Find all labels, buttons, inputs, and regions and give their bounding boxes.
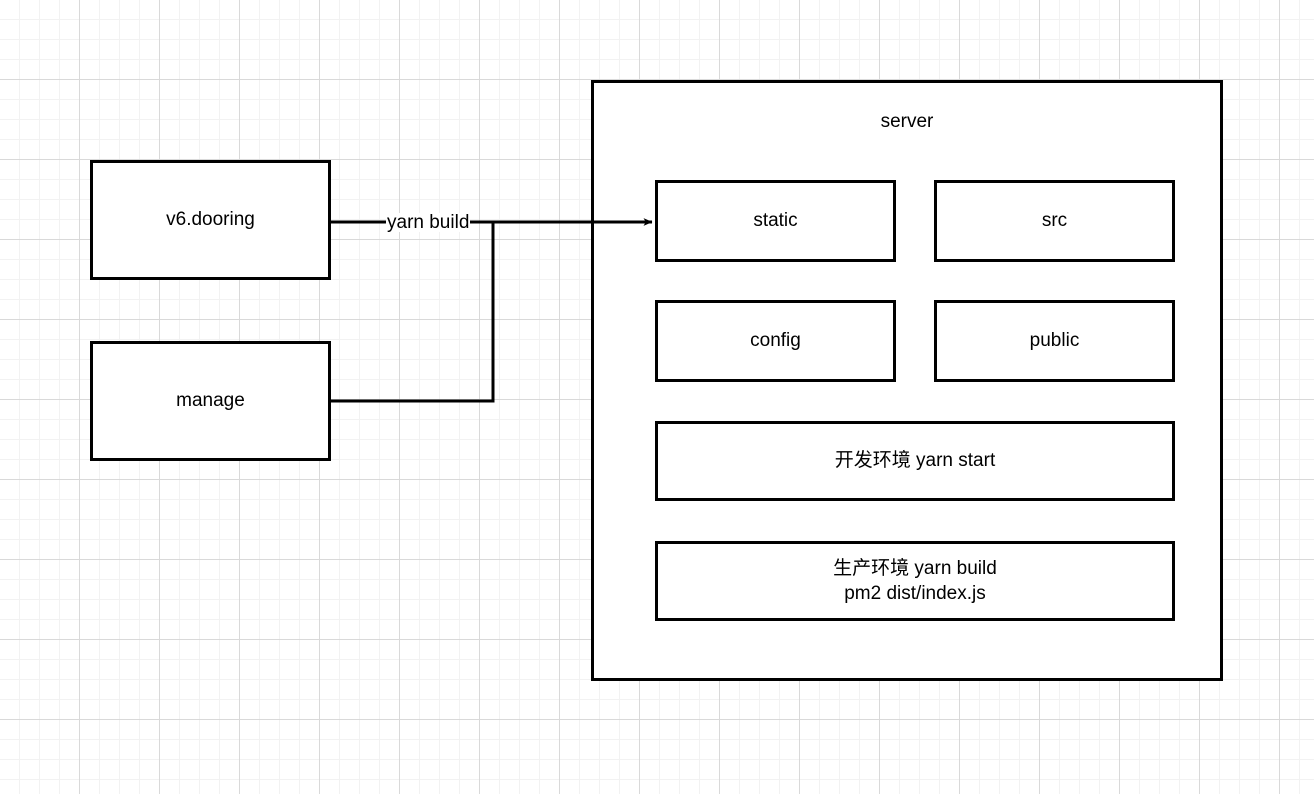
node-label-manage: manage xyxy=(176,390,245,412)
edge-manage-to-static xyxy=(331,222,495,403)
node-label-src: src xyxy=(1041,210,1068,232)
node-label-public: public xyxy=(1029,330,1080,352)
node-label-config: config xyxy=(750,330,801,352)
edge-label-yarn-build: yarn build xyxy=(386,212,471,233)
container-title-server: server xyxy=(880,111,934,132)
node-label-dev-environment: 开发环境 yarn start xyxy=(834,450,996,472)
node-manage[interactable]: manage xyxy=(90,341,331,461)
node-src[interactable]: src xyxy=(934,180,1175,262)
node-v6-dooring[interactable]: v6.dooring xyxy=(90,160,331,280)
node-label-prod-environment: 生产环境 yarn build pm2 dist/index.js xyxy=(833,557,997,604)
node-label-static: static xyxy=(753,210,798,232)
node-dev-environment[interactable]: 开发环境 yarn start xyxy=(655,421,1175,501)
node-label-v6-dooring: v6.dooring xyxy=(166,209,255,231)
node-prod-environment[interactable]: 生产环境 yarn build pm2 dist/index.js xyxy=(655,541,1175,621)
node-config[interactable]: config xyxy=(655,300,896,382)
node-public[interactable]: public xyxy=(934,300,1175,382)
node-static[interactable]: static xyxy=(655,180,896,262)
